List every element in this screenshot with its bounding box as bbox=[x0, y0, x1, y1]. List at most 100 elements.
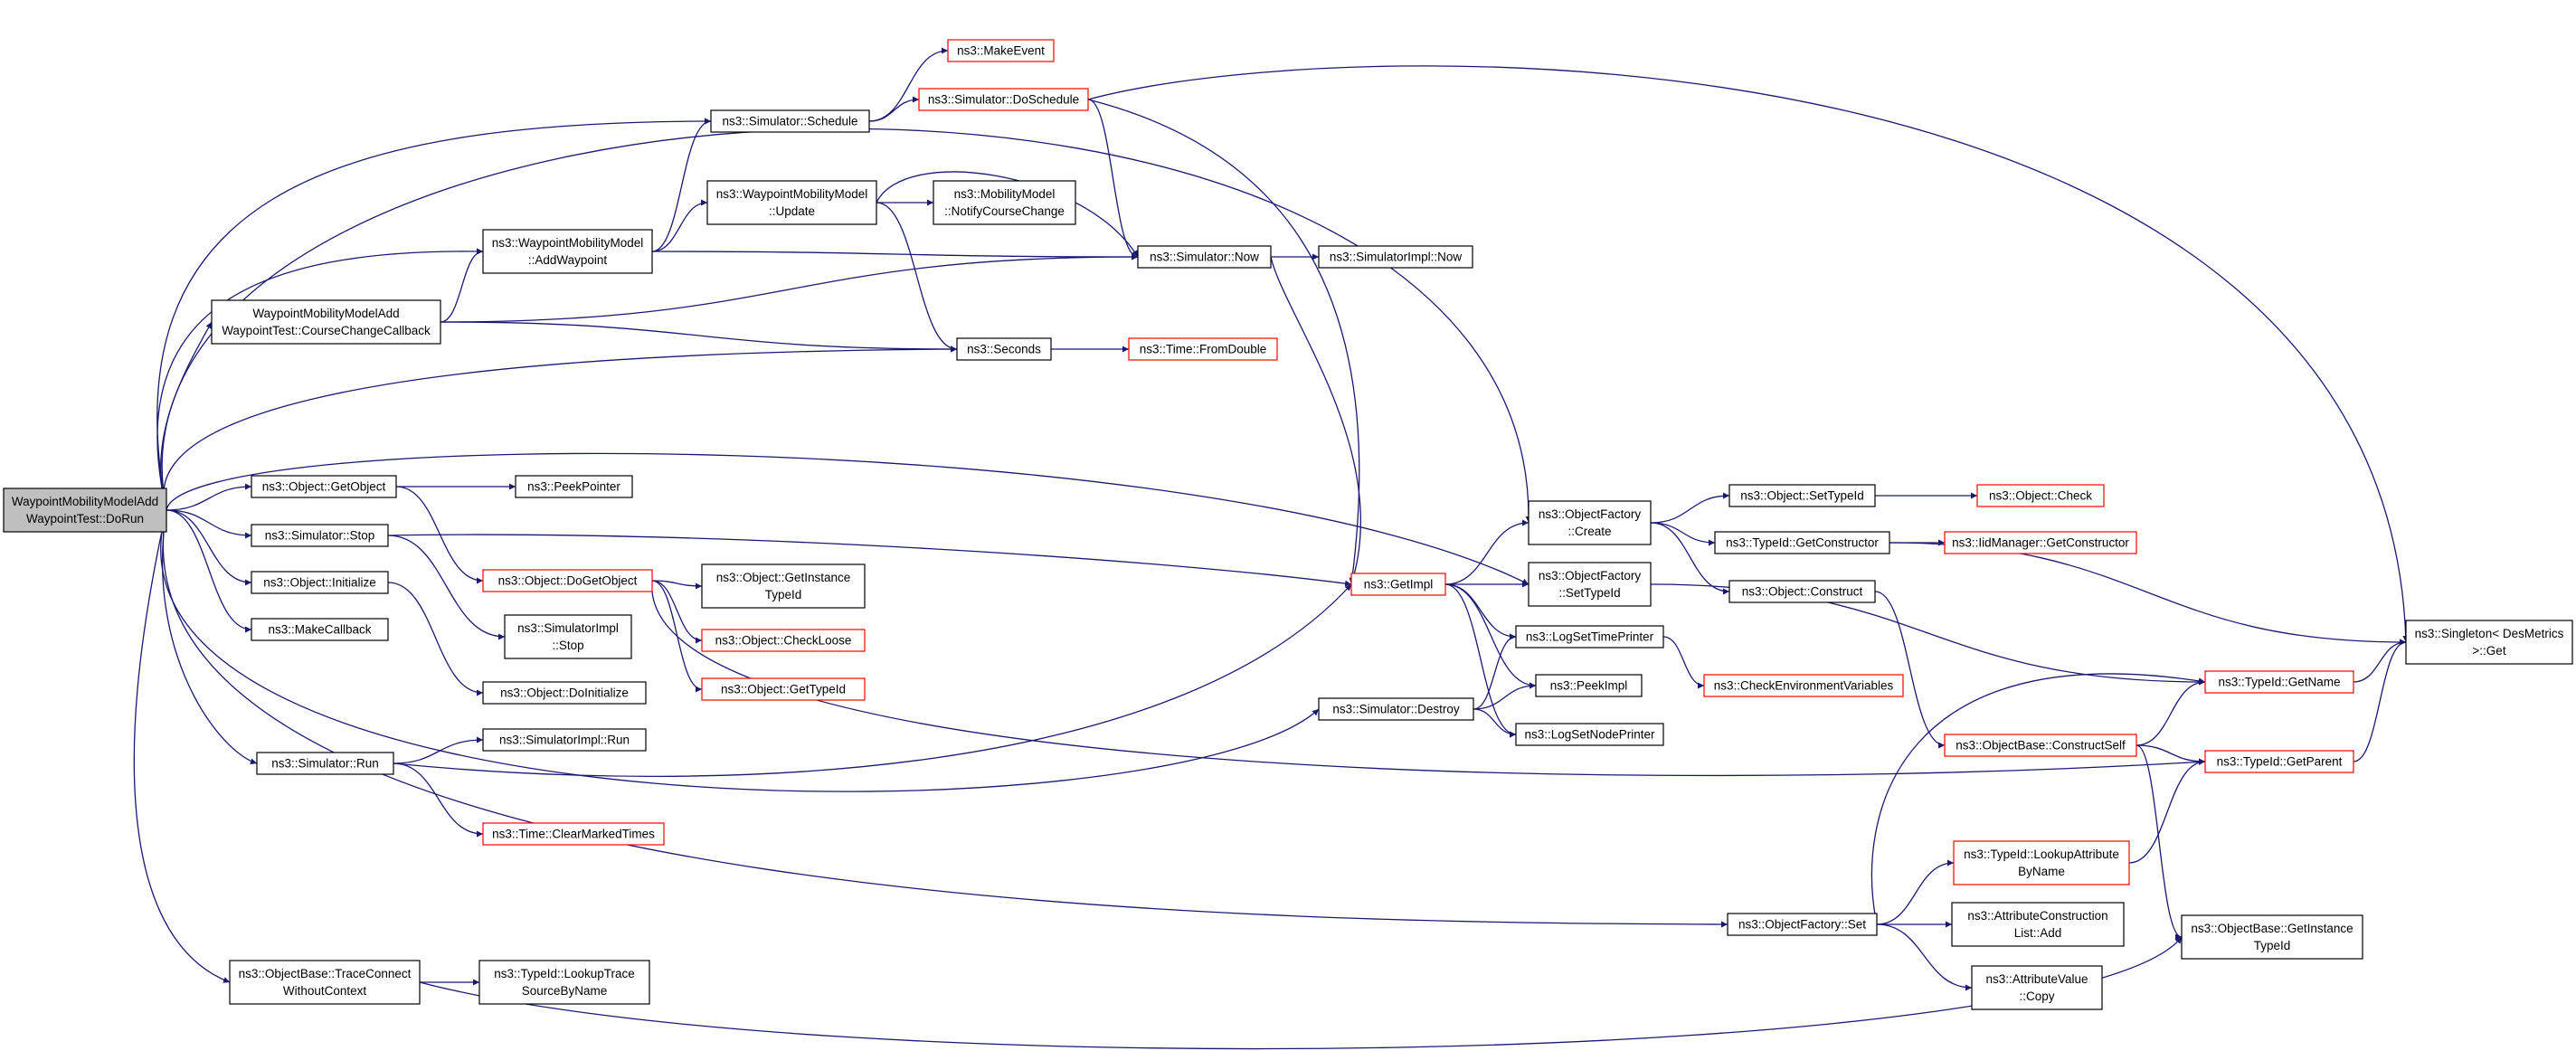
node-obj_initialize[interactable]: ns3::Object::Initialize bbox=[251, 571, 389, 594]
node-logsetnodeprinter[interactable]: ns3::LogSetNodePrinter bbox=[1515, 723, 1664, 746]
node-sim_now[interactable]: ns3::Simulator::Now bbox=[1137, 245, 1272, 269]
node-makecallback[interactable]: ns3::MakeCallback bbox=[251, 618, 389, 641]
edge-doschedule-to-getimpl bbox=[1087, 99, 1360, 585]
node-coursechange[interactable]: WaypointMobilityModelAddWaypointTest::Co… bbox=[211, 299, 441, 345]
node-simimpl_stop[interactable]: ns3::SimulatorImpl::Stop bbox=[504, 614, 632, 659]
node-box bbox=[701, 629, 866, 652]
node-obj_settypeid[interactable]: ns3::Object::SetTypeId bbox=[1728, 484, 1876, 507]
node-wmm_update[interactable]: ns3::WaypointMobilityModel::Update bbox=[706, 180, 877, 225]
node-peekpointer[interactable]: ns3::PeekPointer bbox=[515, 475, 633, 498]
node-box bbox=[701, 563, 866, 609]
node-makeevent[interactable]: ns3::MakeEvent bbox=[947, 39, 1055, 62]
node-checkloose[interactable]: ns3::Object::CheckLoose bbox=[701, 629, 866, 652]
node-dogetobject[interactable]: ns3::Object::DoGetObject bbox=[482, 569, 653, 592]
edge-traceconnect-to-ob_getinstancetypeid bbox=[419, 936, 2183, 1050]
node-box bbox=[251, 524, 389, 547]
node-label-line: ::Stop bbox=[552, 639, 583, 652]
node-tid_getname[interactable]: ns3::TypeId::GetName bbox=[2204, 670, 2354, 694]
node-root[interactable]: WaypointMobilityModelAddWaypointTest::Do… bbox=[3, 488, 167, 533]
node-label-line: ns3::TypeId::LookupTrace bbox=[494, 967, 635, 980]
node-getimpl[interactable]: ns3::GetImpl bbox=[1350, 573, 1446, 596]
node-of_create[interactable]: ns3::ObjectFactory::Create bbox=[1528, 500, 1652, 545]
node-label-line: ns3::Seconds bbox=[967, 343, 1041, 356]
node-box bbox=[1951, 902, 2125, 947]
node-label-line: WaypointTest::CourseChangeCallback bbox=[222, 324, 431, 337]
node-obj_construct[interactable]: ns3::Object::Construct bbox=[1728, 580, 1876, 603]
node-addwaypoint[interactable]: ns3::WaypointMobilityModel::AddWaypoint bbox=[482, 229, 653, 274]
node-singleton_get[interactable]: ns3::Singleton< DesMetrics>::Get bbox=[2405, 620, 2573, 665]
node-label-line: ns3::TypeId::GetName bbox=[2218, 676, 2340, 689]
edge-addwaypoint-to-wmm_update bbox=[651, 199, 708, 252]
node-peekimpl[interactable]: ns3::PeekImpl bbox=[1535, 674, 1643, 697]
node-box bbox=[2204, 750, 2354, 773]
node-box bbox=[710, 109, 870, 133]
node-label-line: ns3::Object::GetTypeId bbox=[721, 683, 846, 696]
node-label-line: ns3::Simulator::DoSchedule bbox=[928, 93, 1079, 107]
edge-dogetobject-to-checkloose bbox=[651, 580, 703, 644]
node-attrvalue_copy[interactable]: ns3::AttributeValue::Copy bbox=[1971, 965, 2103, 1010]
node-obj_check[interactable]: ns3::Object::Check bbox=[1976, 484, 2105, 507]
node-constructself[interactable]: ns3::ObjectBase::ConstructSelf bbox=[1944, 734, 2137, 757]
node-label-line: ::Copy bbox=[2019, 989, 2054, 1003]
node-label-line: ns3::ObjectFactory bbox=[1539, 507, 1642, 521]
node-label-line: ns3::LogSetNodePrinter bbox=[1524, 728, 1655, 742]
node-label-line: ns3::Singleton< DesMetrics bbox=[2415, 627, 2564, 640]
node-logsettimeprinter[interactable]: ns3::LogSetTimePrinter bbox=[1515, 625, 1664, 649]
node-label-line: ns3::SimulatorImpl::Now bbox=[1330, 251, 1463, 264]
node-label-line: ns3::Object::Construct bbox=[1742, 585, 1863, 599]
node-label-line: ByName bbox=[2018, 865, 2065, 878]
node-of_settypeid[interactable]: ns3::ObjectFactory::SetTypeId bbox=[1528, 562, 1652, 607]
node-label-line: ns3::AttributeValue bbox=[1985, 972, 2088, 986]
node-tid_getparent[interactable]: ns3::TypeId::GetParent bbox=[2204, 750, 2354, 773]
node-label-line: ns3::MobilityModel bbox=[954, 187, 1056, 201]
node-simimpl_now[interactable]: ns3::SimulatorImpl::Now bbox=[1318, 245, 1473, 269]
node-notify[interactable]: ns3::MobilityModel::NotifyCourseChange bbox=[933, 180, 1076, 225]
node-getobject[interactable]: ns3::Object::GetObject bbox=[251, 475, 397, 498]
edge-root-to-sim_destroy bbox=[160, 509, 1320, 792]
edge-root-to-seconds bbox=[163, 346, 958, 511]
node-label-line: ns3::WaypointMobilityModel bbox=[492, 236, 644, 250]
node-box bbox=[256, 752, 394, 775]
node-simimpl_run[interactable]: ns3::SimulatorImpl::Run bbox=[482, 728, 647, 752]
edge-addwaypoint-to-sim_now bbox=[651, 251, 1139, 260]
node-fromdouble[interactable]: ns3::Time::FromDouble bbox=[1128, 337, 1278, 361]
edge-getimpl-to-logsetnodeprinter bbox=[1444, 583, 1517, 738]
node-label-line: ns3::ObjectBase::ConstructSelf bbox=[1956, 739, 2126, 753]
node-doschedule[interactable]: ns3::Simulator::DoSchedule bbox=[918, 88, 1089, 111]
edge-doschedule-to-singleton_get bbox=[1087, 65, 2410, 643]
edge-getobject-to-dogetobject bbox=[395, 486, 484, 584]
node-label-line: WithoutContext bbox=[283, 984, 367, 998]
nodes-layer: WaypointMobilityModelAddWaypointTest::Do… bbox=[3, 39, 2573, 1010]
node-of_set[interactable]: ns3::ObjectFactory::Set bbox=[1727, 913, 1878, 936]
node-tid_getconstructor[interactable]: ns3::TypeId::GetConstructor bbox=[1714, 531, 1890, 554]
node-clearmarked[interactable]: ns3::Time::ClearMarkedTimes bbox=[482, 822, 665, 846]
node-doinitialize[interactable]: ns3::Object::DoInitialize bbox=[482, 681, 647, 705]
edge-tid_getparent-to-singleton_get bbox=[2353, 639, 2407, 762]
node-label-line: ns3::Simulator::Destroy bbox=[1332, 703, 1460, 716]
node-checkenv[interactable]: ns3::CheckEnvironmentVariables bbox=[1703, 674, 1904, 697]
node-iidmanager_getconstructor[interactable]: ns3::IidManager::GetConstructor bbox=[1944, 531, 2137, 554]
node-traceconnect[interactable]: ns3::ObjectBase::TraceConnectWithoutCont… bbox=[229, 960, 421, 1005]
node-sim_stop[interactable]: ns3::Simulator::Stop bbox=[251, 524, 389, 547]
node-box bbox=[229, 960, 421, 1005]
edge-sim_run-to-getimpl bbox=[393, 583, 1352, 777]
edge-dogetobject-to-obj_gettypeid bbox=[651, 580, 703, 693]
edge-sim_destroy-to-logsettimeprinter bbox=[1473, 633, 1517, 710]
node-schedule[interactable]: ns3::Simulator::Schedule bbox=[710, 109, 870, 133]
node-seconds[interactable]: ns3::Seconds bbox=[956, 337, 1052, 361]
node-label-line: WaypointMobilityModelAdd bbox=[252, 307, 399, 320]
node-obj_gettypeid[interactable]: ns3::Object::GetTypeId bbox=[701, 677, 866, 701]
node-sim_destroy[interactable]: ns3::Simulator::Destroy bbox=[1318, 697, 1474, 721]
node-label-line: TypeId bbox=[2254, 939, 2291, 952]
node-label-line: ns3::TypeId::GetParent bbox=[2217, 755, 2343, 769]
edge-sim_destroy-to-peekimpl bbox=[1473, 682, 1537, 710]
node-box bbox=[1350, 573, 1446, 596]
node-sim_run[interactable]: ns3::Simulator::Run bbox=[256, 752, 394, 775]
edge-dogetobject-to-tid_getparent bbox=[651, 580, 2206, 777]
